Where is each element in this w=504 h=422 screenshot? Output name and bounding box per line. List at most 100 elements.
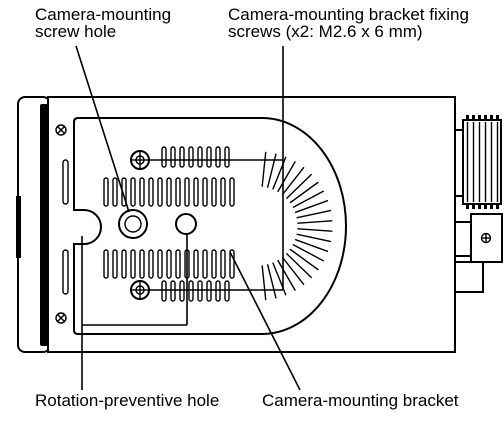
vent-slot [175, 249, 181, 279]
body-screw-bottom-head [55, 312, 67, 324]
vent-slot [211, 177, 217, 207]
vent-slot [157, 177, 163, 207]
vent-slot [211, 249, 217, 279]
vent-slot [161, 146, 167, 168]
vent-slot [166, 177, 172, 207]
body-screw-top-x2 [57, 126, 65, 134]
radial-vent-slot [261, 265, 267, 301]
connector-tooth-bottom [472, 204, 475, 209]
radial-vent-slot [267, 264, 277, 299]
label-screw-hole-line-2: screw hole [35, 22, 117, 41]
radial-vent-slot [277, 161, 296, 193]
radial-vent-slot [286, 253, 312, 279]
connector-tooth-bottom [466, 204, 469, 209]
radial-vent-slot [297, 228, 333, 232]
front-bezel-band [40, 104, 48, 346]
vent-slot [193, 177, 199, 207]
rear-connector-upper [454, 115, 502, 209]
rotation-preventive-hole [175, 213, 197, 235]
vent-slot [170, 146, 176, 168]
rear-connector-lower [454, 213, 503, 293]
connector-tooth-top [490, 115, 493, 120]
lower-connector-stub [454, 221, 472, 257]
vent-slot [130, 249, 136, 279]
vent-slot [202, 249, 208, 279]
vent-slot [206, 280, 212, 302]
screw-hole-inner-ring [124, 215, 142, 233]
radial-vent-slot [281, 256, 305, 285]
vent-slot [130, 177, 136, 207]
vent-slot [184, 177, 190, 207]
vent-slot [175, 177, 181, 207]
radial-vent-slot [286, 173, 312, 199]
radial-vent-slot [292, 244, 324, 262]
leader-bracket [229, 251, 301, 391]
vent-slot [112, 177, 118, 207]
bracket-fixing-screw-bottom [130, 280, 150, 300]
connector-tooth-bottom [490, 204, 493, 209]
vent-slot [202, 177, 208, 207]
vent-slot [166, 249, 172, 279]
vent-slot [206, 146, 212, 168]
vent-slot [188, 146, 194, 168]
bracket-fixing-screw-top [130, 150, 150, 170]
radial-vent-slot [294, 199, 329, 214]
radial-vent-slot [294, 238, 329, 253]
label-fixing-screws-line-1: Camera-mounting bracket fixing [228, 5, 469, 24]
mounting-bracket-plate [73, 117, 347, 335]
vent-slot [229, 249, 235, 279]
label-camera-mounting-screw-hole: Camera-mounting screw hole [35, 6, 171, 40]
vent-slot [170, 280, 176, 302]
vent-slot [103, 177, 109, 207]
body-screw-top [55, 124, 67, 136]
vent-slot [220, 249, 226, 279]
vent-slot [188, 280, 194, 302]
label-rotation-preventive-hole: Rotation-preventive hole [35, 391, 220, 410]
vent-slot [193, 249, 199, 279]
body-screw-bottom [55, 312, 67, 324]
radial-vent-slot [297, 220, 333, 224]
body-side-slot-top [62, 159, 69, 205]
lower-connector-bottom-stub [454, 261, 484, 293]
bracket-radial-slots [261, 151, 333, 301]
label-fixing-screws-line-2: screws (x2: M2.6 x 6 mm) [228, 22, 423, 41]
vent-slot [103, 249, 109, 279]
connector-tooth-top [496, 115, 499, 120]
connector-tooth-top [484, 115, 487, 120]
radial-vent-slot [281, 166, 305, 196]
radial-vent-slot [289, 248, 319, 271]
connector-tooth-bottom [478, 204, 481, 209]
vent-slot [215, 146, 221, 168]
vent-slot [139, 249, 145, 279]
vent-slot [179, 280, 185, 302]
vent-slot [112, 249, 118, 279]
upper-connector-body [462, 119, 502, 205]
vent-slot [197, 280, 203, 302]
vent-slot [224, 146, 230, 168]
vent-slot [121, 249, 127, 279]
radial-vent-slot [277, 259, 296, 291]
connector-tooth-top [478, 115, 481, 120]
leader-screw-hole [75, 45, 130, 213]
connector-tooth-bottom [484, 204, 487, 209]
upper-connector-base [454, 129, 464, 197]
vent-slot [148, 177, 154, 207]
bracket-vent-slots [103, 146, 235, 302]
screw-hole-outer-ring [118, 209, 148, 239]
radial-vent-slot [296, 233, 332, 243]
body-side-slot-bottom [62, 249, 69, 295]
upper-connector-ridges [466, 115, 499, 209]
radial-vent-slot [261, 151, 267, 187]
vent-slot [139, 177, 145, 207]
camera-mounting-screw-hole [118, 209, 148, 239]
connector-tooth-bottom [496, 204, 499, 209]
vent-slot [220, 177, 226, 207]
radial-vent-slot [289, 181, 319, 204]
label-camera-mounting-bracket: Camera-mounting bracket [262, 391, 459, 410]
vent-slot [229, 177, 235, 207]
vent-slot [161, 280, 167, 302]
body-screw-bottom-x2 [57, 314, 65, 322]
radial-vent-slot [296, 209, 332, 219]
